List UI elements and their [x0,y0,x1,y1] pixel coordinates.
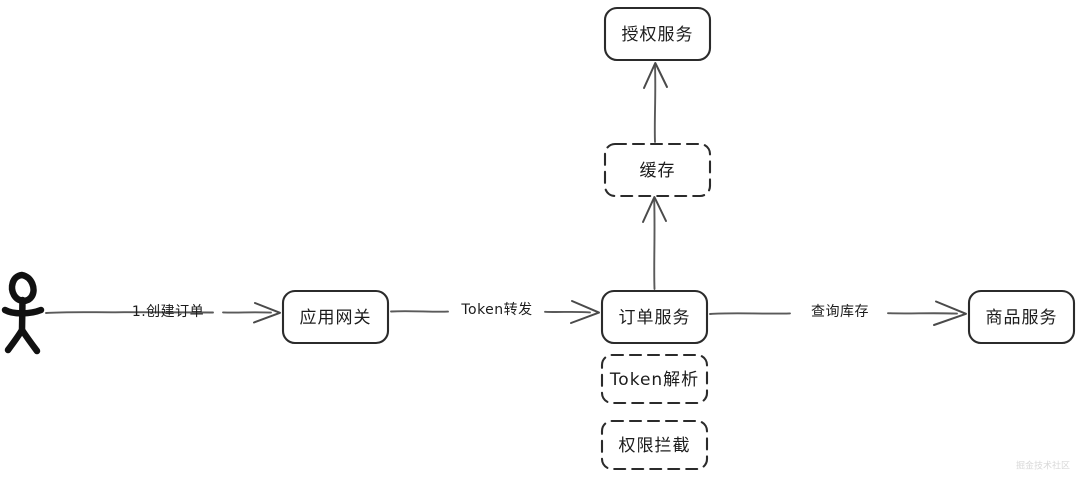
node-cache[interactable]: 缓存 [603,142,712,198]
edge-token-forward-arrowhead [570,300,600,324]
edge-query-stock-line [709,312,791,315]
node-token-parse-label: Token解析 [609,370,699,390]
node-token-parse[interactable]: Token解析 [600,353,709,405]
node-auth-service-shape [603,6,712,62]
node-auth-intercept-label: 权限拦截 [619,436,691,456]
node-product-service[interactable]: 商品服务 [967,289,1076,345]
watermark: 掘金技术社区 [1016,460,1070,472]
actor-arms [1,306,45,317]
edge-cache-to-auth-arrowhead [643,62,668,89]
node-auth-intercept[interactable]: 权限拦截 [600,419,709,471]
node-product-service-label: 商品服务 [986,308,1058,328]
node-token-parse-shape [600,353,709,405]
user-actor[interactable] [1,271,45,355]
node-order-service[interactable]: 订单服务 [600,289,709,345]
node-auth-intercept-shape [600,419,709,471]
edge-create-order-label: 1.创建订单 [132,304,204,320]
node-auth-service-label: 授权服务 [622,25,694,45]
edge-cache-to-auth [643,62,668,143]
edge-token-forward-line-tail [544,310,591,314]
node-app-gateway[interactable]: 应用网关 [281,289,390,345]
node-cache-shape [603,142,712,198]
node-cache-label: 缓存 [640,161,676,181]
edge-token-forward-label: Token转发 [460,302,532,318]
edge-create-order-arrowhead [253,302,281,324]
edge-cache-to-auth-line [653,65,657,143]
actor-legs [4,326,41,355]
node-product-service-shape [967,289,1076,345]
edge-query-stock: 查询库存 [709,300,967,326]
node-order-service-shape [600,289,709,345]
edge-query-stock-label: 查询库存 [811,304,869,320]
node-app-gateway-label: 应用网关 [300,308,372,328]
edge-query-stock-arrowhead [933,300,967,326]
edge-token-forward-line [390,310,449,313]
edge-create-order-line [45,311,214,314]
edge-order-to-cache [642,196,667,290]
edge-token-forward: Token转发 [390,300,600,324]
node-order-service-label: 订单服务 [619,308,691,328]
edge-create-order: 1.创建订单 [45,302,281,324]
node-auth-service[interactable]: 授权服务 [603,6,712,62]
edge-order-to-cache-arrowhead [642,196,667,223]
node-app-gateway-shape [281,289,390,345]
